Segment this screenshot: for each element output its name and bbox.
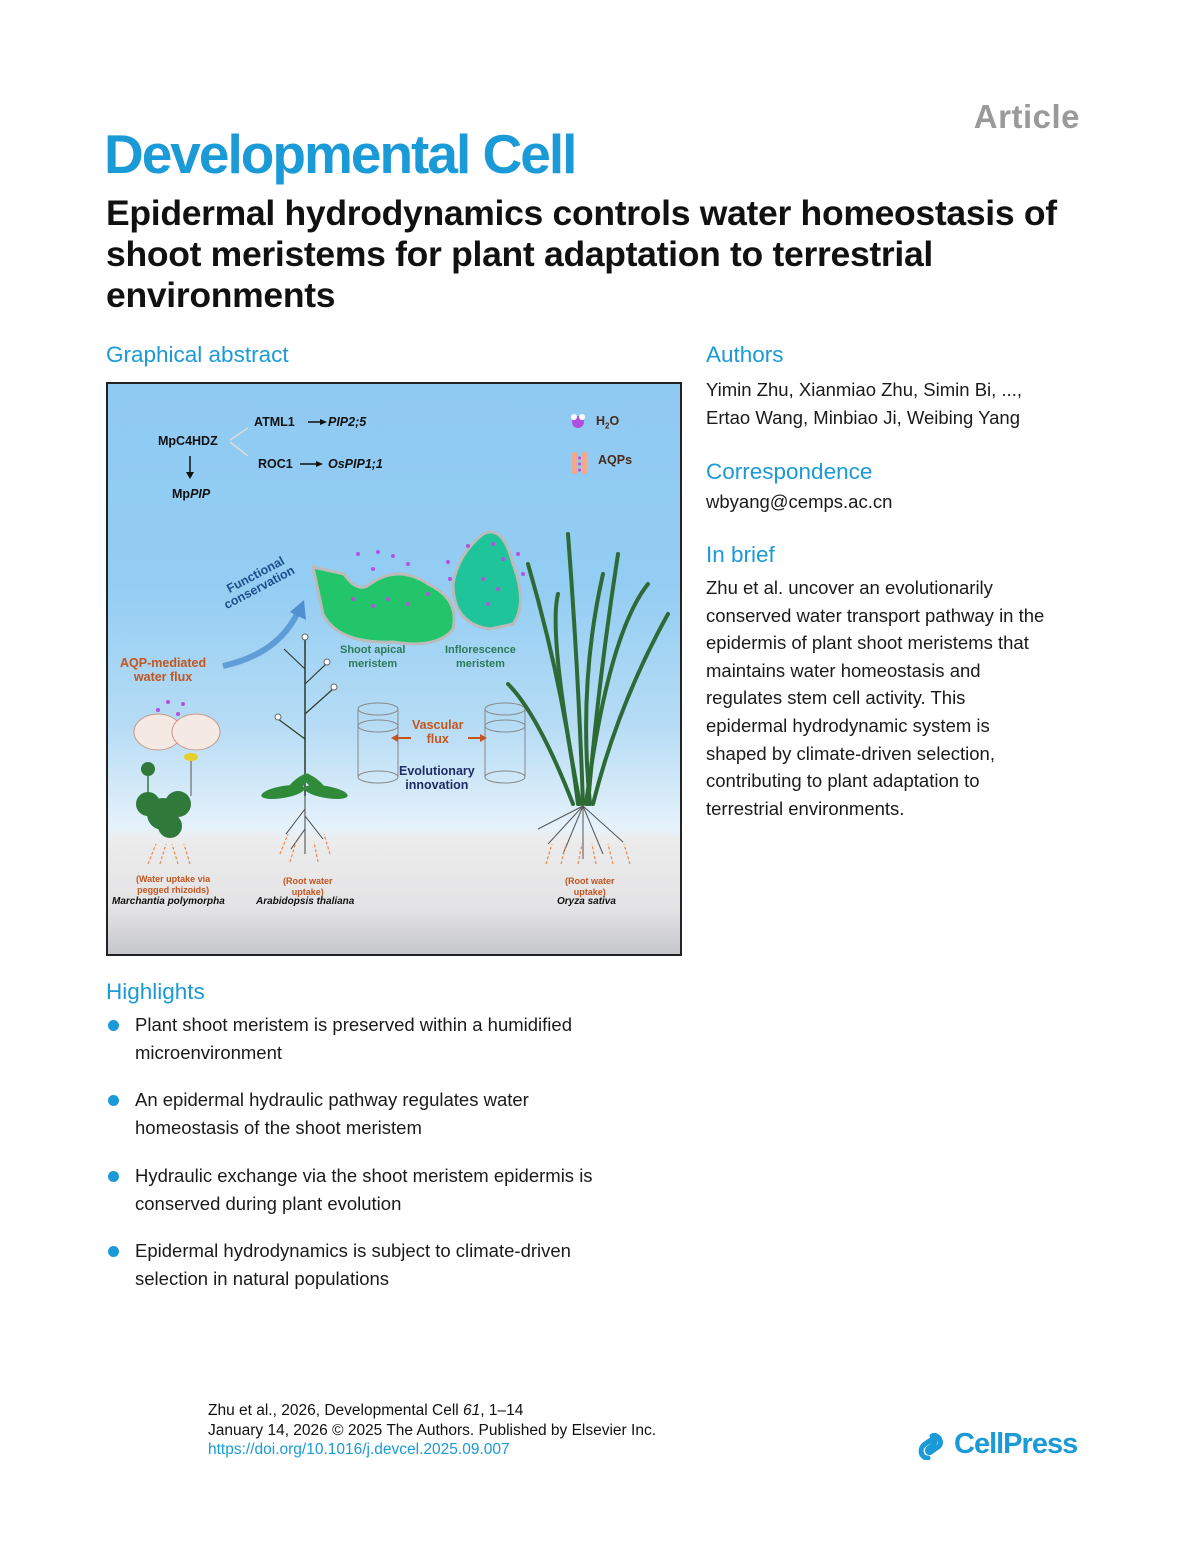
species-name-oryza: Oryza sativa bbox=[557, 896, 616, 907]
highlight-line2: conserved during plant evolution bbox=[135, 1192, 402, 1214]
in-brief-text: Zhu et al. uncover an evolutionarily con… bbox=[706, 574, 1096, 822]
pathway-down-gene: PIP bbox=[190, 487, 211, 501]
in-brief-line: conserved water transport pathway in the bbox=[706, 604, 1045, 626]
highlight-line1: Plant shoot meristem is preserved within… bbox=[135, 1014, 572, 1035]
evo-label-line1: Evolutionary bbox=[399, 764, 475, 778]
species-note-line2: uptake) bbox=[291, 887, 324, 897]
vascular-label-line1: Vascular bbox=[412, 718, 464, 732]
correspondence-email[interactable]: wbyang@cemps.ac.cn bbox=[706, 491, 893, 512]
article-type-label: Article bbox=[973, 98, 1080, 135]
vascular-label-line2: flux bbox=[426, 732, 449, 746]
pathway-branch1-gene: ATML1 bbox=[254, 415, 295, 429]
highlight-line1: An epidermal hydraulic pathway regulates… bbox=[135, 1089, 529, 1110]
highlight-item: An epidermal hydraulic pathway regulates… bbox=[135, 1086, 675, 1141]
im-label: Inflorescence meristem bbox=[445, 643, 516, 671]
aqp-label-line2: water flux bbox=[133, 670, 193, 684]
highlight-line2: selection in natural populations bbox=[135, 1267, 390, 1289]
sam-label-line2: meristem bbox=[348, 658, 398, 670]
in-brief-line: regulates stem cell activity. This bbox=[706, 687, 966, 709]
in-brief-heading: In brief bbox=[706, 542, 775, 567]
in-brief-line: Zhu et al. uncover an evolutionarily bbox=[706, 577, 993, 598]
species-note-marchantia: (Water uptake via pegged rhizoids) bbox=[136, 874, 210, 896]
species-note-line2: pegged rhizoids) bbox=[137, 885, 210, 895]
pathway-branch2-target: OsPIP1;1 bbox=[328, 457, 383, 471]
species-note-arabidopsis: (Root water uptake) bbox=[283, 876, 333, 898]
legend-h2o: H2O bbox=[596, 414, 619, 431]
highlight-item: Epidermal hydrodynamics is subject to cl… bbox=[135, 1237, 675, 1292]
im-label-line1: Inflorescence bbox=[445, 644, 516, 656]
highlight-line1: Hydraulic exchange via the shoot meriste… bbox=[135, 1165, 593, 1186]
citation-pages: , 1–14 bbox=[480, 1402, 524, 1419]
highlight-item: Plant shoot meristem is preserved within… bbox=[135, 1011, 675, 1066]
cellpress-logo-icon bbox=[918, 1432, 943, 1460]
highlights-heading: Highlights bbox=[106, 979, 205, 1004]
highlight-line2: homeostasis of the shoot meristem bbox=[135, 1116, 422, 1138]
graphical-abstract-illustration bbox=[133, 414, 670, 865]
bullet-icon bbox=[108, 1171, 119, 1182]
vascular-flux-label: Vascular flux bbox=[412, 718, 463, 746]
cellpress-logo: CellPress bbox=[918, 1428, 1078, 1461]
in-brief-line: epidermis of plant shoot meristems that bbox=[706, 632, 1029, 654]
graphical-abstract-figure: MpC4HDZ ATML1 PIP2;5 ROC1 OsPIP1;1 MpPIP… bbox=[106, 382, 682, 956]
legend-h2o-o: O bbox=[609, 414, 620, 428]
species-note-line1: (Root water bbox=[283, 876, 333, 886]
species-note-oryza: (Root water uptake) bbox=[565, 876, 615, 898]
doi-link[interactable]: https://doi.org/10.1016/j.devcel.2025.09… bbox=[208, 1441, 510, 1458]
species-name-arabidopsis: Arabidopsis thaliana bbox=[256, 896, 355, 907]
highlight-line2: microenvironment bbox=[135, 1041, 283, 1063]
citation-volume: 61 bbox=[463, 1402, 481, 1419]
pathway-branch2-gene: ROC1 bbox=[258, 457, 293, 471]
in-brief-line: contributing to plant adaptation to bbox=[706, 770, 980, 792]
citation-line: Zhu et al., 2026, Developmental Cell 61,… bbox=[208, 1401, 656, 1421]
pathway-down-prefix: Mp bbox=[172, 487, 191, 501]
publication-date-line: January 14, 2026 © 2025 The Authors. Pub… bbox=[208, 1421, 656, 1439]
aqp-water-flux-label: AQP-mediated water flux bbox=[120, 656, 206, 684]
species-note-line1: (Root water bbox=[565, 876, 615, 886]
paper-title: Epidermal hydrodynamics controls water h… bbox=[106, 193, 1057, 315]
graphical-abstract-heading: Graphical abstract bbox=[106, 342, 289, 367]
species-note-line1: (Water uptake via bbox=[136, 874, 211, 884]
evo-label-line2: innovation bbox=[405, 778, 469, 792]
correspondence-heading: Correspondence bbox=[706, 459, 873, 484]
highlight-item: Hydraulic exchange via the shoot meriste… bbox=[135, 1162, 675, 1217]
evolutionary-innovation-label: Evolutionary innovation bbox=[399, 764, 475, 792]
sam-label-line1: Shoot apical bbox=[340, 644, 406, 656]
authors-heading: Authors bbox=[706, 342, 784, 367]
bullet-icon bbox=[108, 1020, 119, 1031]
species-name-marchantia: Marchantia polymorpha bbox=[112, 896, 225, 907]
cellpress-wordmark: CellPress bbox=[954, 1428, 1078, 1460]
legend-h2o-sub: 2 bbox=[605, 421, 610, 431]
in-brief-line: shaped by climate-driven selection, bbox=[706, 742, 995, 764]
aqp-label-line1: AQP-mediated bbox=[120, 656, 207, 670]
bullet-icon bbox=[108, 1246, 119, 1257]
bullet-icon bbox=[108, 1095, 119, 1106]
in-brief-line: terrestrial environments. bbox=[706, 797, 905, 819]
citation-footer: Zhu et al., 2026, Developmental Cell 61,… bbox=[208, 1401, 656, 1460]
citation-prefix: Zhu et al., 2026, Developmental Cell bbox=[208, 1402, 464, 1419]
legend-h2o-h: H bbox=[596, 414, 606, 428]
sam-label: Shoot apical meristem bbox=[340, 643, 405, 671]
im-label-line2: meristem bbox=[456, 658, 505, 670]
pathway-root-gene: MpC4HDZ bbox=[158, 434, 218, 448]
pathway-branch1-target: PIP2;5 bbox=[328, 415, 367, 429]
in-brief-line: maintains water homeostasis and bbox=[706, 659, 981, 681]
in-brief-line: epidermal hydrodynamic system is bbox=[706, 714, 990, 736]
legend-aqps: AQPs bbox=[598, 453, 633, 467]
authors-line2: Ertao Wang, Minbiao Ji, Weibing Yang bbox=[706, 406, 1020, 428]
species-note-line2: uptake) bbox=[573, 887, 606, 897]
journal-title: Developmental Cell bbox=[104, 123, 577, 185]
authors-line1: Yimin Zhu, Xianmiao Zhu, Simin Bi, ..., bbox=[706, 379, 1022, 400]
highlight-line1: Epidermal hydrodynamics is subject to cl… bbox=[135, 1240, 571, 1261]
authors-list: Yimin Zhu, Xianmiao Zhu, Simin Bi, ..., … bbox=[706, 376, 1022, 431]
pathway-down-target: MpPIP bbox=[172, 487, 210, 501]
